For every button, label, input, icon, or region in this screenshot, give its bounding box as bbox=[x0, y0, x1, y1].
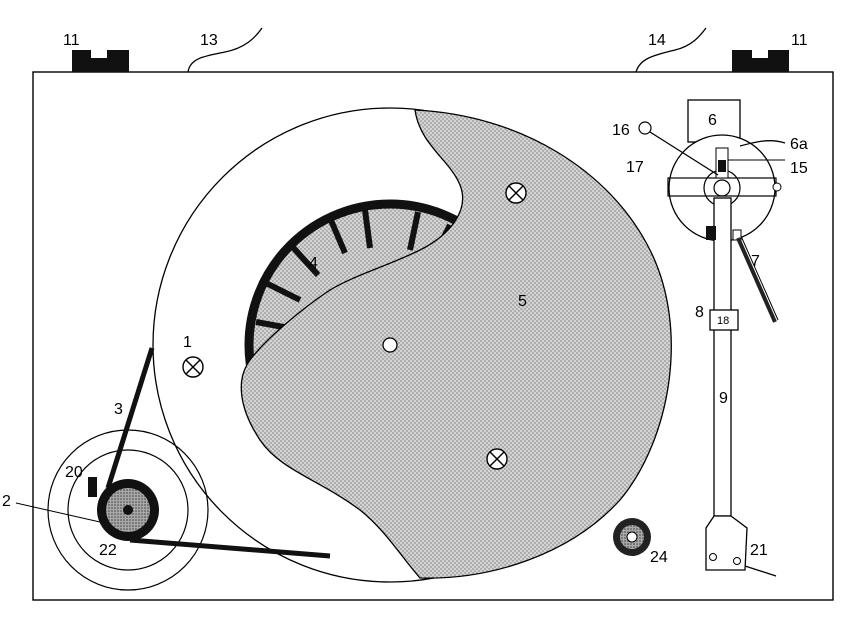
label-14: 14 bbox=[648, 32, 666, 49]
label-11-right: 11 bbox=[791, 32, 808, 49]
headshell-hole-left bbox=[709, 553, 717, 561]
finger-lift bbox=[744, 565, 777, 577]
motor-shaft bbox=[123, 505, 133, 515]
cable-13 bbox=[187, 27, 263, 73]
cable-14 bbox=[635, 27, 707, 73]
cover-plate bbox=[240, 109, 672, 579]
belt-lower bbox=[129, 537, 331, 559]
leader-2 bbox=[15, 502, 101, 523]
label-17: 17 bbox=[626, 159, 644, 176]
screw-top bbox=[505, 182, 527, 204]
arm-tube bbox=[713, 197, 732, 517]
label-7: 7 bbox=[751, 253, 760, 270]
part-24-inner bbox=[626, 531, 638, 543]
label-1: 1 bbox=[183, 334, 192, 351]
label-8: 8 bbox=[695, 304, 704, 321]
antiskate-knob bbox=[638, 121, 652, 135]
label-6a: 6a bbox=[790, 136, 808, 153]
headshell-hole-right bbox=[733, 557, 741, 565]
screw-1 bbox=[182, 356, 204, 378]
label-9: 9 bbox=[719, 390, 728, 407]
spindle bbox=[382, 337, 398, 353]
foot-left bbox=[72, 50, 129, 72]
sensor-20 bbox=[88, 477, 97, 497]
label-11-left: 11 bbox=[63, 32, 80, 49]
lift-base bbox=[706, 226, 716, 240]
label-24: 24 bbox=[650, 549, 668, 566]
label-6: 6 bbox=[708, 112, 717, 129]
label-16: 16 bbox=[612, 122, 630, 139]
label-20: 20 bbox=[65, 464, 83, 481]
screw-bottom bbox=[486, 448, 508, 470]
reference-labels: 11 13 14 11 6 16 6a 17 15 4 7 5 8 18 1 9… bbox=[2, 32, 808, 566]
label-4: 4 bbox=[309, 255, 318, 272]
label-13: 13 bbox=[200, 32, 218, 49]
lift-lever bbox=[736, 237, 777, 323]
leader-6a bbox=[739, 140, 786, 147]
motor-inner-ring bbox=[67, 449, 189, 571]
label-21: 21 bbox=[750, 542, 768, 559]
label-5: 5 bbox=[518, 293, 527, 310]
lift-lever-edge bbox=[740, 235, 779, 321]
antiskate-wire bbox=[649, 131, 719, 176]
label-15: 15 bbox=[790, 160, 808, 177]
label-22: 22 bbox=[99, 542, 117, 559]
label-18: 18 bbox=[717, 315, 729, 327]
label-3: 3 bbox=[114, 401, 123, 418]
side-knob bbox=[772, 182, 782, 192]
pivot-center bbox=[713, 179, 731, 197]
collar-18 bbox=[709, 309, 739, 331]
belt-upper bbox=[105, 347, 155, 489]
part-15 bbox=[718, 160, 726, 172]
foot-right bbox=[732, 50, 789, 72]
label-2: 2 bbox=[2, 493, 11, 510]
